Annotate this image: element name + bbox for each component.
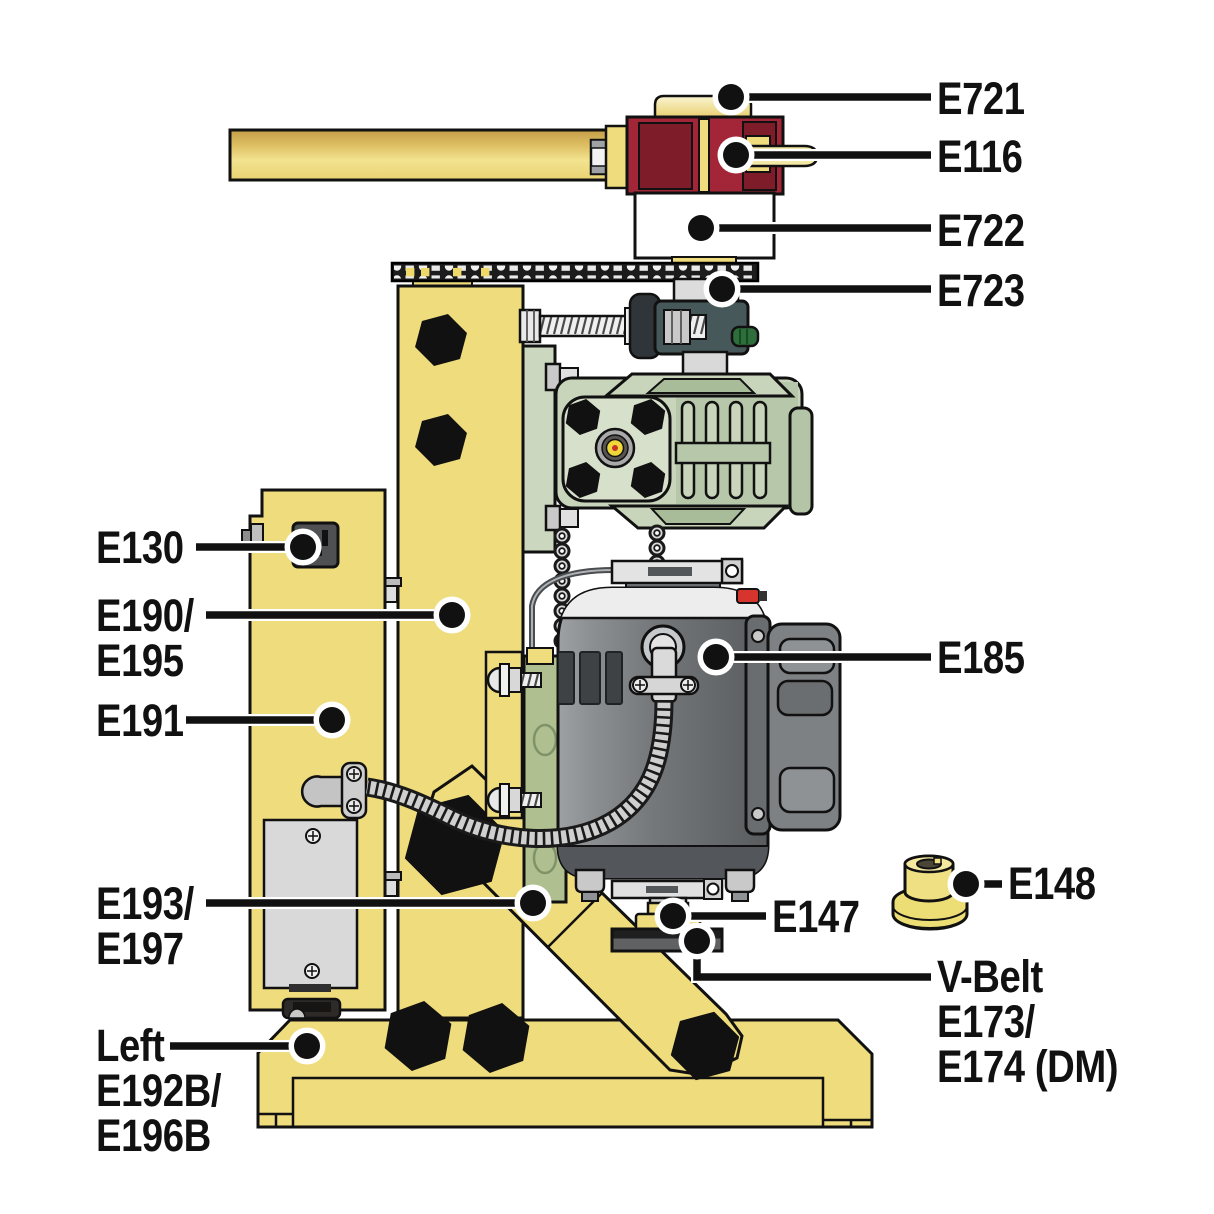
label-e190-e195: E190/ E195 bbox=[96, 590, 194, 686]
gearbox bbox=[521, 344, 814, 554]
label-v-belt: V-Belt E173/ E174 (DM) bbox=[937, 951, 1119, 1092]
chain-anchor-bottom bbox=[544, 504, 579, 532]
drive-chain bbox=[390, 261, 760, 283]
brace-bolt-bottom bbox=[689, 1029, 721, 1064]
base-bolt-1 bbox=[405, 1021, 432, 1051]
motor-feet bbox=[574, 868, 756, 902]
conduit-boss bbox=[628, 624, 700, 704]
lead-screw bbox=[538, 314, 629, 338]
support-rail bbox=[228, 128, 610, 182]
callout-dots bbox=[284, 78, 985, 1065]
label-e721: E721 bbox=[937, 73, 1025, 124]
flexible-conduit bbox=[365, 699, 674, 848]
junction-box bbox=[744, 614, 842, 836]
top-rail-assembly bbox=[228, 94, 819, 267]
left-panel-e191 bbox=[241, 488, 387, 1020]
mount-bolt-upper bbox=[486, 663, 542, 697]
adjuster-knob bbox=[730, 325, 760, 348]
label-left-e192b-e196b: Left E192B/ E196B bbox=[96, 1020, 222, 1161]
reset-button bbox=[736, 588, 760, 604]
panel-foot bbox=[281, 997, 342, 1020]
callout-leaders bbox=[170, 78, 1002, 1065]
label-e116: E116 bbox=[937, 131, 1023, 182]
label-e193-e197: E193/ E197 bbox=[96, 878, 194, 974]
rail-bracket bbox=[604, 124, 630, 190]
label-e723: E723 bbox=[937, 265, 1025, 316]
base-e192b bbox=[256, 1020, 874, 1129]
label-e147: E147 bbox=[772, 891, 860, 942]
label-e130: E130 bbox=[96, 522, 184, 573]
column-bolt-top bbox=[424, 323, 458, 357]
gearbox-hub bbox=[594, 427, 636, 469]
mount-bolt-lower bbox=[486, 783, 542, 817]
base-bolt-2 bbox=[483, 1023, 510, 1053]
cord-strain-relief bbox=[300, 761, 368, 820]
e148-pulley bbox=[891, 854, 969, 931]
flange-bolts bbox=[571, 405, 661, 493]
label-e185: E185 bbox=[937, 632, 1025, 683]
column-bolt-bottom bbox=[424, 423, 458, 457]
label-e191: E191 bbox=[96, 695, 184, 746]
label-e722: E722 bbox=[937, 205, 1025, 256]
label-e148: E148 bbox=[1008, 858, 1096, 909]
